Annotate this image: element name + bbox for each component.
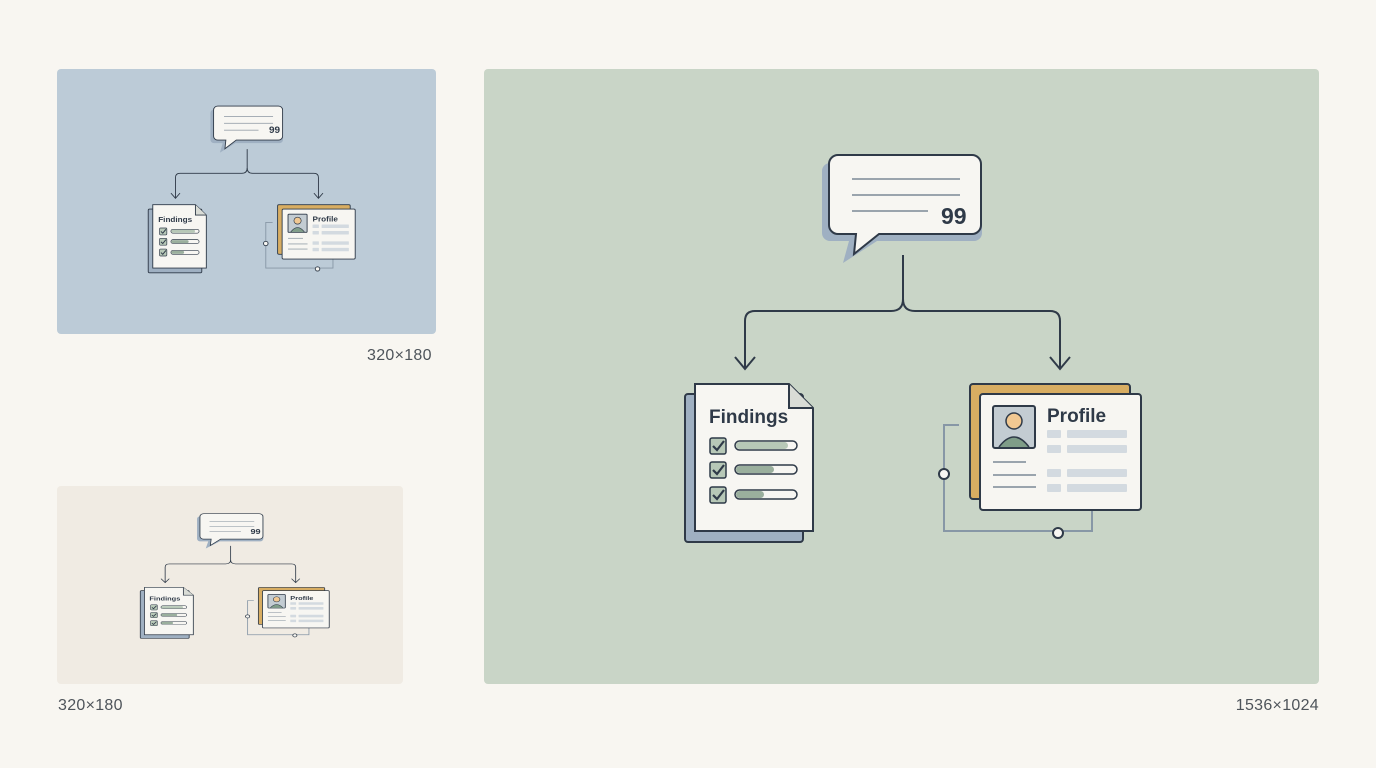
quote-mark: 99 <box>269 125 281 136</box>
profile-title: Profile <box>1047 406 1106 427</box>
diagram-thumbnail-2: 99 Findings Profile <box>139 513 330 639</box>
large-preview[interactable]: 99 Findings Profile <box>484 69 1319 684</box>
thumbnail-preview-small-2[interactable]: 99 Findings Profile <box>57 486 403 684</box>
diagram-art <box>147 105 356 274</box>
thumbnail-size-label-2: 320×180 <box>58 697 123 714</box>
profile-title: Profile <box>290 596 313 602</box>
findings-title: Findings <box>149 596 180 602</box>
diagram-thumbnail-1: 99 Findings Profile <box>147 105 356 274</box>
findings-title: Findings <box>709 407 788 428</box>
quote-mark: 99 <box>941 203 967 229</box>
quote-mark: 99 <box>251 528 262 536</box>
thumbnail-preview-small-1[interactable]: 99 Findings Profile <box>57 69 436 334</box>
thumbnail-size-label-1: 320×180 <box>367 347 432 364</box>
preview-size-label: 1536×1024 <box>1235 697 1319 714</box>
diagram-art <box>683 153 1143 544</box>
diagram-large: 99 Findings Profile <box>683 153 1143 544</box>
findings-title: Findings <box>158 215 193 224</box>
diagram-art <box>139 513 330 639</box>
profile-title: Profile <box>313 215 339 224</box>
